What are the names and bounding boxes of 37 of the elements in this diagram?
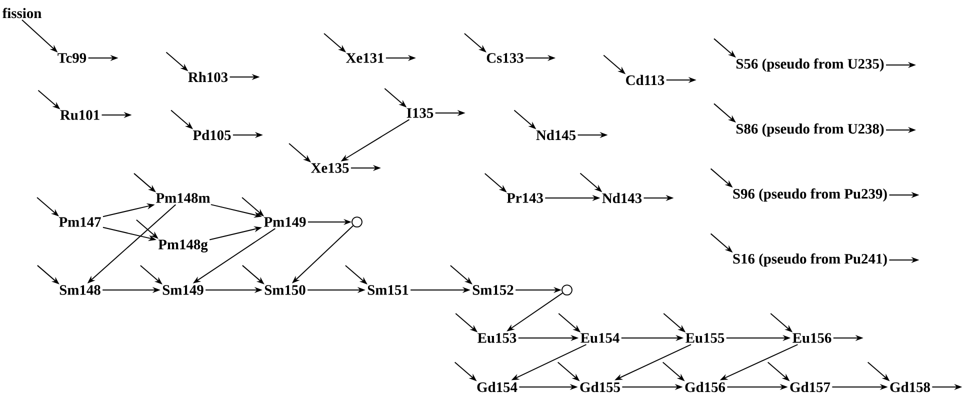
nuclide-label: Nd145: [536, 130, 576, 140]
nuclide-label: Sm152: [472, 285, 514, 295]
nuclide-label: Pr143: [506, 193, 543, 203]
nuclide-label: Nd143: [602, 192, 642, 204]
nuclide-label: Eu154: [580, 333, 620, 343]
nuclide-label: Pm148m: [156, 193, 210, 203]
nuclide-label: Xe131: [346, 53, 384, 63]
source-label: fission: [2, 8, 42, 18]
nuclide-label: Gd155: [580, 382, 620, 392]
nuclide-label: Gd154: [477, 382, 518, 392]
nuclide-label: Ru101: [60, 110, 100, 120]
nuclide-label: Pm149: [264, 217, 306, 227]
junction-circle: [352, 216, 362, 228]
nuclide-label: Sm151: [368, 285, 408, 295]
nuclide-label: I135: [406, 108, 434, 118]
nuclide-label: S86 (pseudo from U238): [736, 123, 884, 137]
junction-circle: [562, 284, 572, 296]
nuclide-label: Pd105: [193, 130, 231, 140]
nuclide-label: Sm148: [60, 285, 100, 295]
nuclide-label: S16 (pseudo from Pu241): [733, 253, 887, 267]
nuclide-label: Gd158: [890, 382, 930, 392]
nuclide-label: Eu156: [792, 333, 832, 343]
nuclide-label: Gd156: [685, 382, 726, 392]
nuclide-label: Cs133: [486, 53, 524, 63]
nuclide-label: S96 (pseudo from Pu239): [733, 188, 887, 202]
nuclide-label: Eu153: [478, 333, 516, 343]
nuclide-label: Gd157: [790, 382, 830, 392]
nuclide-label: Tc99: [58, 53, 86, 63]
nuclide-label: Cd113: [626, 74, 664, 86]
nuclide-label: Xe135: [311, 163, 349, 173]
nuclide-label: Pm147: [59, 217, 101, 227]
nuclide-label: Sm149: [162, 285, 204, 295]
nuclide-label: Rh103: [188, 72, 228, 82]
nuclide-label: Sm150: [264, 285, 306, 295]
nuclide-label: Pm148g: [158, 240, 208, 252]
nuclide-label: Eu155: [686, 333, 724, 343]
nuclide-label: S56 (pseudo from U235): [736, 58, 884, 72]
